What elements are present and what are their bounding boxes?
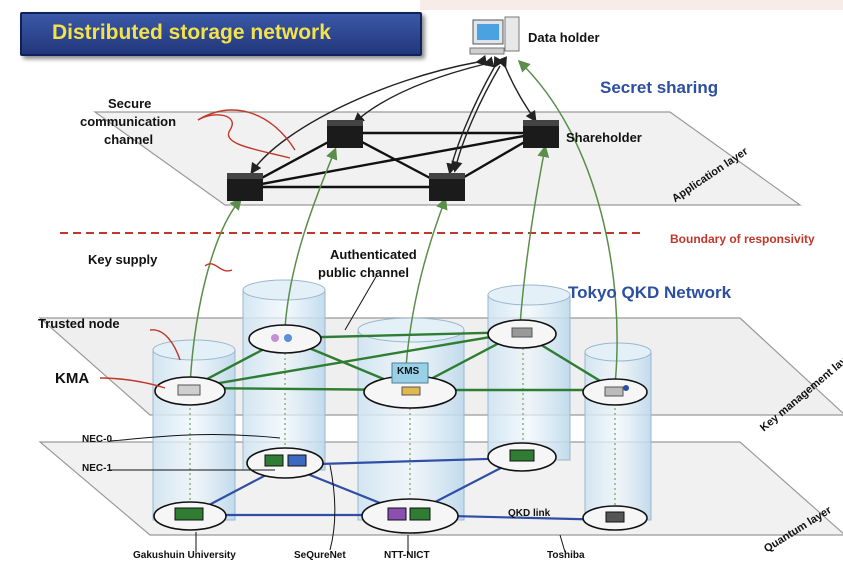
auth-channel-label-2: public channel: [318, 265, 410, 280]
cylinder-gakushuin: [152, 339, 236, 521]
black-pointers: [109, 274, 566, 555]
boundary-label: Boundary of responsivity: [670, 232, 815, 246]
site-label-gakushuin: Gakushuin University: [133, 550, 236, 561]
cylinder-toshiba: [584, 342, 652, 521]
cylinder-ntt-nict: [357, 317, 465, 521]
computer-icon: [469, 16, 520, 55]
nec1-label: NEC-1: [82, 463, 113, 474]
secure-channel-label-1: Secure: [108, 96, 152, 111]
cylinder-nec: [487, 284, 571, 461]
key-supply-arrows: [189, 59, 618, 386]
title-banner: Distributed storage network: [20, 12, 422, 56]
shareholder-label: Shareholder: [566, 130, 642, 145]
key-supply-label: Key supply: [88, 252, 158, 267]
annotation-pointers: [99, 109, 296, 389]
top-decoration: [420, 0, 843, 10]
tokyo-qkd-label: Tokyo QKD Network: [568, 283, 732, 302]
secret-sharing-label: Secret sharing: [600, 78, 719, 97]
dotted-vertical-links: [189, 338, 616, 510]
diagram-title: Distributed storage network: [52, 21, 331, 44]
trusted-node-label: Trusted node: [38, 316, 120, 331]
secure-channel-label-2: communication: [80, 114, 177, 129]
shareholder-arrows: [250, 54, 537, 175]
data-holder-label: Data holder: [528, 30, 600, 45]
server-icons: [227, 120, 559, 201]
site-label-sequrenet: SeQureNet: [294, 550, 346, 561]
kms-label: KMS: [397, 366, 420, 377]
device-icons: [174, 327, 629, 523]
kma-label: KMA: [55, 370, 90, 387]
site-label-ntt-nict: NTT-NICT: [384, 550, 430, 561]
auth-channel-label-1: Authenticated: [330, 247, 417, 262]
qkd-link-label: QKD link: [508, 508, 551, 519]
kms-box: [391, 362, 429, 384]
cylinder-sequrenet: [242, 279, 326, 471]
site-label-toshiba: Toshiba: [547, 550, 585, 561]
nec0-label: NEC-0: [82, 434, 113, 445]
secure-channel-label-3: channel: [104, 132, 154, 147]
